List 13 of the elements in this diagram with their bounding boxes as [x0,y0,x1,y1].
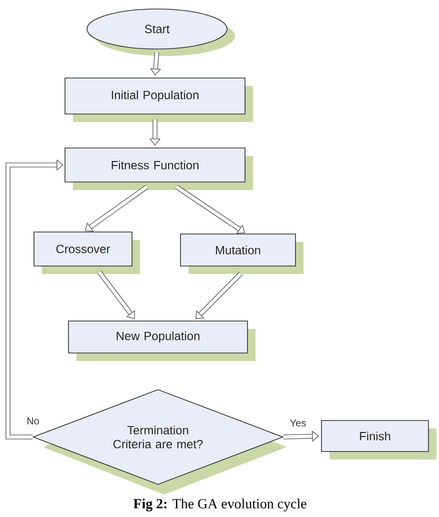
caption: Fig 2: The GA evolution cycle [133,498,306,512]
arrow [84,185,148,232]
process-box: Mutation [180,234,304,274]
arrow [195,272,243,320]
process-box: Crossover [34,232,140,274]
process-box: New Population [68,320,256,361]
process-box: Fitness Function [64,148,253,190]
process-box: Initial Population [64,78,253,122]
terminal-oval: Start [86,8,235,56]
process-box: Finish [321,420,436,460]
arrow [97,270,136,319]
edge-label: Yes [288,418,308,428]
arrow [175,184,246,234]
